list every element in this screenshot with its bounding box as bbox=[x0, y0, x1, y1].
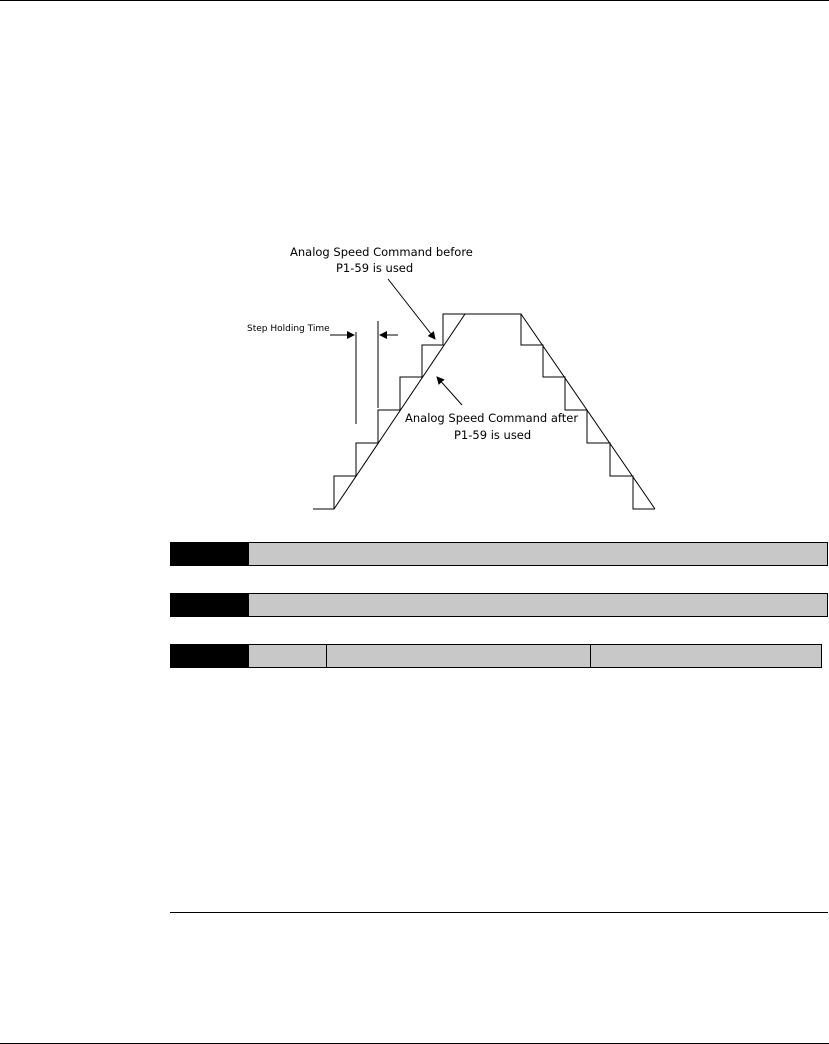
param-row-1 bbox=[170, 542, 828, 566]
param-title bbox=[248, 593, 828, 617]
label-before-line1: Analog Speed Command before bbox=[290, 245, 473, 259]
param-row-3 bbox=[170, 644, 828, 668]
param-code bbox=[170, 593, 248, 617]
label-before-line2: P1-59 is used bbox=[336, 261, 413, 275]
footnote-rule bbox=[170, 912, 828, 913]
stepped-command-line bbox=[313, 313, 655, 510]
label-after-line1: Analog Speed Command after bbox=[405, 411, 578, 425]
label-after-line2: P1-59 is used bbox=[454, 428, 531, 442]
before-callout-arrow bbox=[387, 278, 436, 340]
param-cell-1 bbox=[248, 644, 327, 668]
label-step-holding: Step Holding Time bbox=[247, 324, 330, 334]
param-code bbox=[170, 542, 248, 566]
after-callout-arrow bbox=[436, 376, 463, 406]
param-cells bbox=[248, 644, 828, 668]
param-code bbox=[170, 644, 248, 668]
param-cell-2 bbox=[327, 644, 591, 668]
param-cell-3 bbox=[591, 644, 822, 668]
param-row-2 bbox=[170, 593, 828, 617]
param-title bbox=[248, 542, 828, 566]
header-rule bbox=[0, 0, 829, 1]
